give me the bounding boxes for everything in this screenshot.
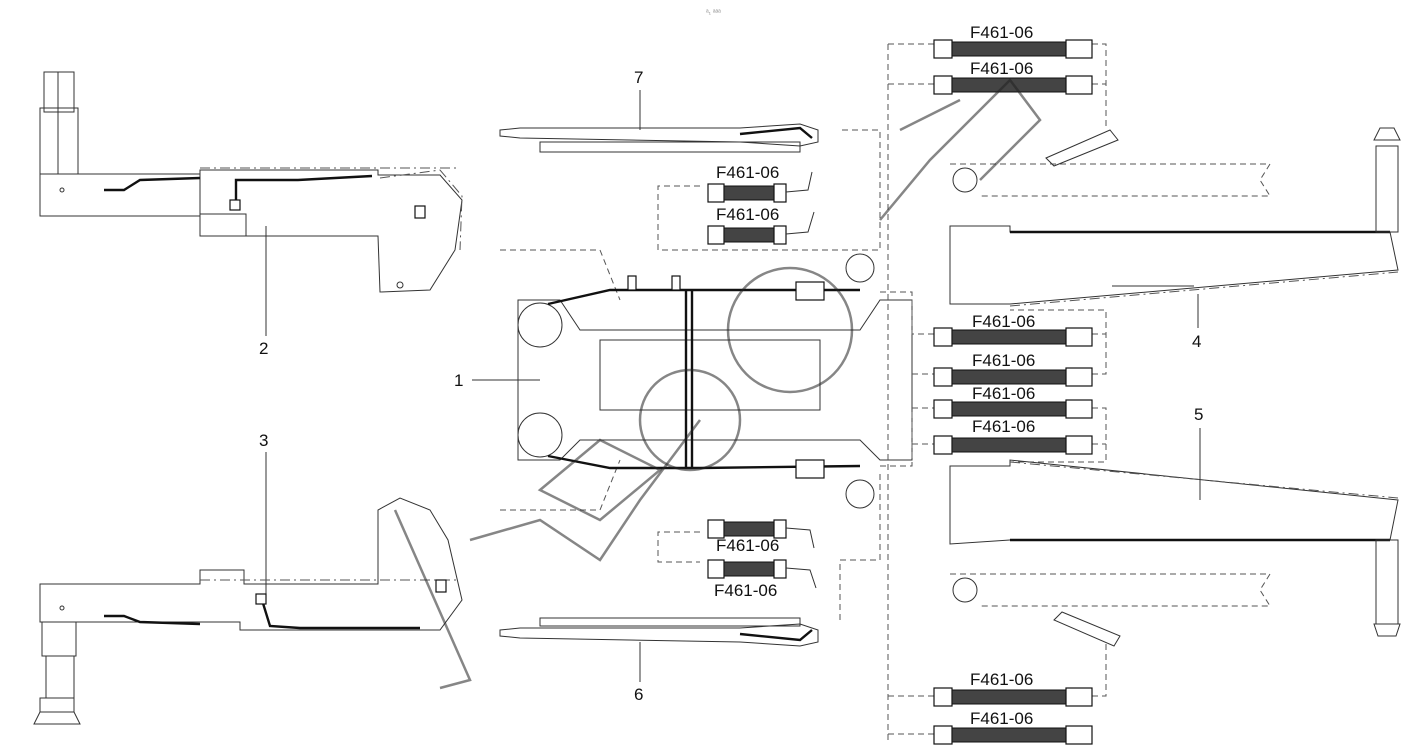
hose-label-d: F461-06 — [714, 581, 777, 600]
hose-F461-06-h — [933, 367, 1093, 387]
hose-label-k: F461-06 — [970, 670, 1033, 689]
outrigger-assembly-top-left — [39, 71, 463, 293]
callout-2: 2 — [259, 339, 268, 358]
hose-label-j: F461-06 — [972, 417, 1035, 436]
hose-F461-06-l — [933, 725, 1093, 745]
callout-1: 1 — [454, 371, 463, 390]
hose-outline-6 — [839, 470, 881, 620]
hose-label-f: F461-06 — [970, 59, 1033, 78]
hose-F461-06-j — [933, 435, 1093, 455]
hose-F461-06-a — [707, 171, 813, 203]
outrigger-beam-5 — [949, 459, 1401, 647]
hose-label-i: F461-06 — [972, 384, 1035, 403]
telescope-cylinder-7 — [499, 123, 819, 153]
outrigger-assembly-bottom-left — [33, 497, 472, 725]
callout-4: 4 — [1192, 332, 1201, 351]
hose-label-h: F461-06 — [972, 351, 1035, 370]
callout-3: 3 — [259, 431, 268, 450]
hose-F461-06-c — [707, 519, 815, 549]
hose-F461-06-f — [933, 75, 1093, 95]
chassis-frame — [500, 249, 913, 511]
callout-6: 6 — [634, 685, 643, 704]
hose-label-g: F461-06 — [972, 312, 1035, 331]
hose-F461-06-d — [707, 559, 817, 589]
hose-F461-06-i — [933, 399, 1093, 419]
hose-F461-06-b — [707, 211, 815, 245]
hose-F461-06-e — [933, 39, 1093, 59]
watermark — [469, 78, 1042, 562]
hose-group-outline-bottom — [657, 531, 700, 563]
hose-label-c: F461-06 — [716, 536, 779, 555]
header-tiny-text: ᵃ₁ ᵃᵃᵃ — [706, 9, 721, 16]
callout-5: 5 — [1194, 405, 1203, 424]
outrigger-beam-4 — [949, 127, 1401, 307]
hose-F461-06-g — [933, 327, 1093, 347]
hose-label-e: F461-06 — [970, 23, 1033, 42]
hose-label-l: F461-06 — [970, 709, 1033, 728]
telescope-cylinder-6 — [499, 617, 819, 647]
hose-label-b: F461-06 — [716, 205, 779, 224]
callout-7: 7 — [634, 68, 643, 87]
hose-F461-06-k — [933, 687, 1093, 707]
hose-label-a: F461-06 — [716, 163, 779, 182]
hose-group-outline-top — [657, 129, 881, 251]
